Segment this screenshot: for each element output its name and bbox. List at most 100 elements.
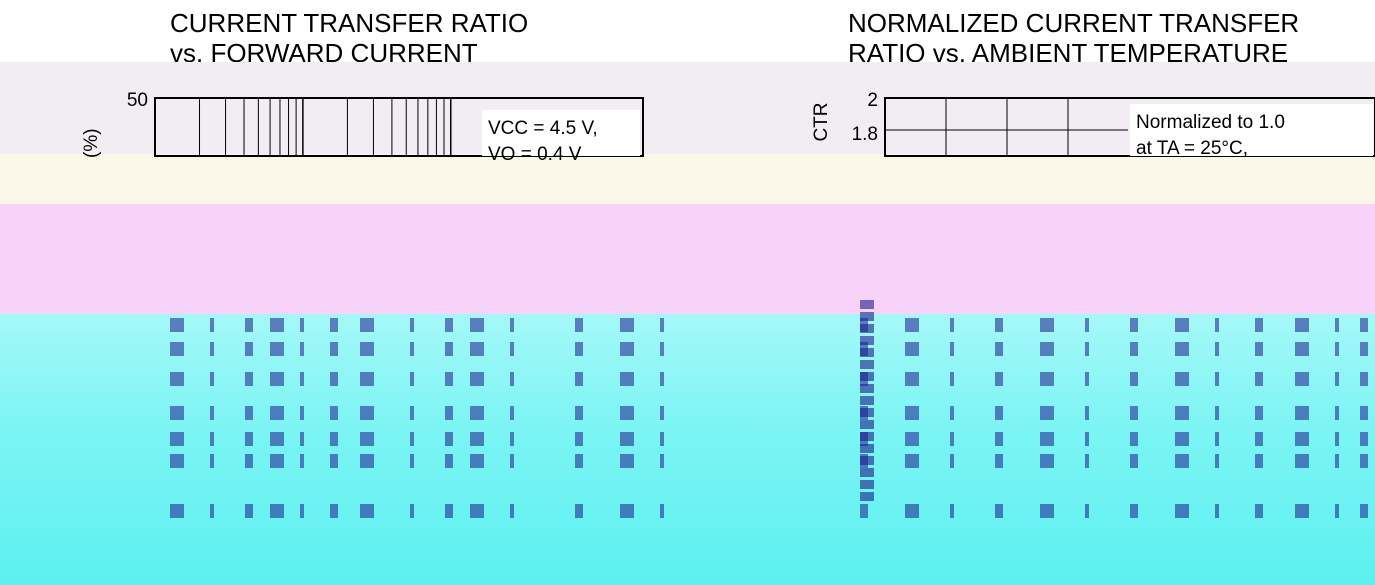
noise-glyph bbox=[905, 454, 919, 468]
noise-glyph bbox=[1085, 432, 1089, 446]
noise-glyph bbox=[300, 372, 304, 386]
noise-axis-glyph bbox=[860, 396, 874, 405]
right-annotation-line1: Normalized to 1.0 bbox=[1136, 112, 1285, 133]
noise-glyph bbox=[620, 342, 634, 356]
noise-glyph bbox=[1175, 342, 1189, 356]
right-chart-title-line1: NORMALIZED CURRENT TRANSFER bbox=[848, 8, 1300, 38]
noise-axis-glyph bbox=[860, 372, 874, 381]
noise-glyph bbox=[170, 342, 184, 356]
noise-glyph bbox=[445, 504, 453, 518]
noise-glyph bbox=[330, 432, 338, 446]
noise-glyph bbox=[300, 318, 304, 332]
noise-glyph bbox=[210, 318, 214, 332]
noise-glyph bbox=[1175, 432, 1189, 446]
noise-glyph bbox=[300, 454, 304, 468]
noise-glyph bbox=[410, 504, 414, 518]
noise-glyph bbox=[410, 372, 414, 386]
noise-glyph bbox=[1335, 454, 1339, 468]
noise-glyph bbox=[210, 432, 214, 446]
noise-glyph bbox=[905, 372, 919, 386]
noise-glyph bbox=[270, 372, 284, 386]
noise-glyph bbox=[1215, 432, 1219, 446]
noise-glyph bbox=[1175, 406, 1189, 420]
noise-glyph bbox=[510, 318, 514, 332]
noise-glyph bbox=[1040, 454, 1054, 468]
noise-glyph bbox=[445, 454, 453, 468]
noise-glyph bbox=[995, 318, 1003, 332]
noise-glyph bbox=[470, 372, 484, 386]
noise-glyph bbox=[1255, 318, 1263, 332]
noise-glyph bbox=[1175, 454, 1189, 468]
noise-glyph bbox=[210, 342, 214, 356]
noise-glyph bbox=[660, 372, 664, 386]
noise-glyph bbox=[995, 342, 1003, 356]
noise-glyph bbox=[1335, 504, 1339, 518]
left-ylabel: (%) bbox=[81, 128, 102, 158]
noise-glyph bbox=[470, 318, 484, 332]
noise-glyph bbox=[470, 454, 484, 468]
noise-glyph bbox=[1085, 318, 1089, 332]
noise-glyph bbox=[1130, 372, 1138, 386]
noise-glyph bbox=[1295, 342, 1309, 356]
noise-glyph bbox=[1360, 318, 1368, 332]
noise-glyph bbox=[620, 504, 634, 518]
noise-glyph bbox=[445, 318, 453, 332]
noise-glyph bbox=[905, 406, 919, 420]
right-annotation-box bbox=[1130, 104, 1373, 156]
noise-glyph bbox=[995, 504, 1003, 518]
noise-glyph bbox=[510, 504, 514, 518]
noise-glyph bbox=[660, 342, 664, 356]
left-ytick-label-50: 50 bbox=[127, 90, 148, 111]
noise-glyph bbox=[1215, 504, 1219, 518]
noise-glyph bbox=[360, 372, 374, 386]
noise-glyph bbox=[1085, 372, 1089, 386]
noise-axis-glyph bbox=[860, 420, 874, 429]
noise-glyph bbox=[1040, 504, 1054, 518]
noise-glyph bbox=[470, 342, 484, 356]
noise-glyph bbox=[245, 504, 253, 518]
noise-glyph bbox=[410, 454, 414, 468]
noise-glyph bbox=[620, 372, 634, 386]
noise-glyph bbox=[300, 406, 304, 420]
noise-glyph bbox=[1085, 342, 1089, 356]
left-chart-title-line1: CURRENT TRANSFER RATIO bbox=[170, 8, 529, 38]
noise-axis-glyph bbox=[860, 480, 874, 489]
noise-glyph bbox=[1360, 372, 1368, 386]
noise-glyph bbox=[1255, 432, 1263, 446]
noise-glyph bbox=[660, 454, 664, 468]
noise-glyph bbox=[950, 406, 954, 420]
noise-glyph bbox=[330, 504, 338, 518]
noise-glyph bbox=[1295, 406, 1309, 420]
noise-glyph bbox=[330, 406, 338, 420]
noise-glyph bbox=[1040, 432, 1054, 446]
noise-glyph bbox=[510, 372, 514, 386]
left-grid-vertical bbox=[199, 98, 452, 156]
noise-glyph bbox=[1255, 406, 1263, 420]
noise-glyph bbox=[445, 432, 453, 446]
noise-glyph bbox=[905, 342, 919, 356]
noise-glyph bbox=[995, 406, 1003, 420]
noise-axis-glyph bbox=[860, 444, 874, 453]
left-annotation-line1: VCC = 4.5 V, bbox=[488, 118, 598, 139]
noise-glyph bbox=[1085, 504, 1089, 518]
noise-glyph bbox=[300, 504, 304, 518]
noise-glyph bbox=[245, 372, 253, 386]
noise-glyph bbox=[445, 372, 453, 386]
noise-glyph bbox=[270, 342, 284, 356]
noise-axis-glyph bbox=[860, 492, 874, 501]
right-annotation-line2: at TA = 25°C, bbox=[1136, 138, 1248, 159]
left-chart: 50 (%) VCC = 4.5 V, VO = 0.4 V bbox=[81, 90, 644, 165]
right-ylabel: CTR bbox=[811, 102, 832, 141]
noise-glyph bbox=[660, 504, 664, 518]
noise-glyph bbox=[1335, 406, 1339, 420]
noise-glyph bbox=[360, 432, 374, 446]
right-ytick-label-1-8: 1.8 bbox=[852, 124, 878, 145]
corrupted-glyph-noise bbox=[170, 300, 1368, 518]
noise-glyph bbox=[410, 342, 414, 356]
noise-glyph bbox=[1040, 372, 1054, 386]
noise-glyph bbox=[245, 342, 253, 356]
noise-glyph bbox=[905, 504, 919, 518]
noise-glyph bbox=[1255, 504, 1263, 518]
noise-glyph bbox=[245, 318, 253, 332]
left-plot-frame bbox=[154, 97, 644, 157]
